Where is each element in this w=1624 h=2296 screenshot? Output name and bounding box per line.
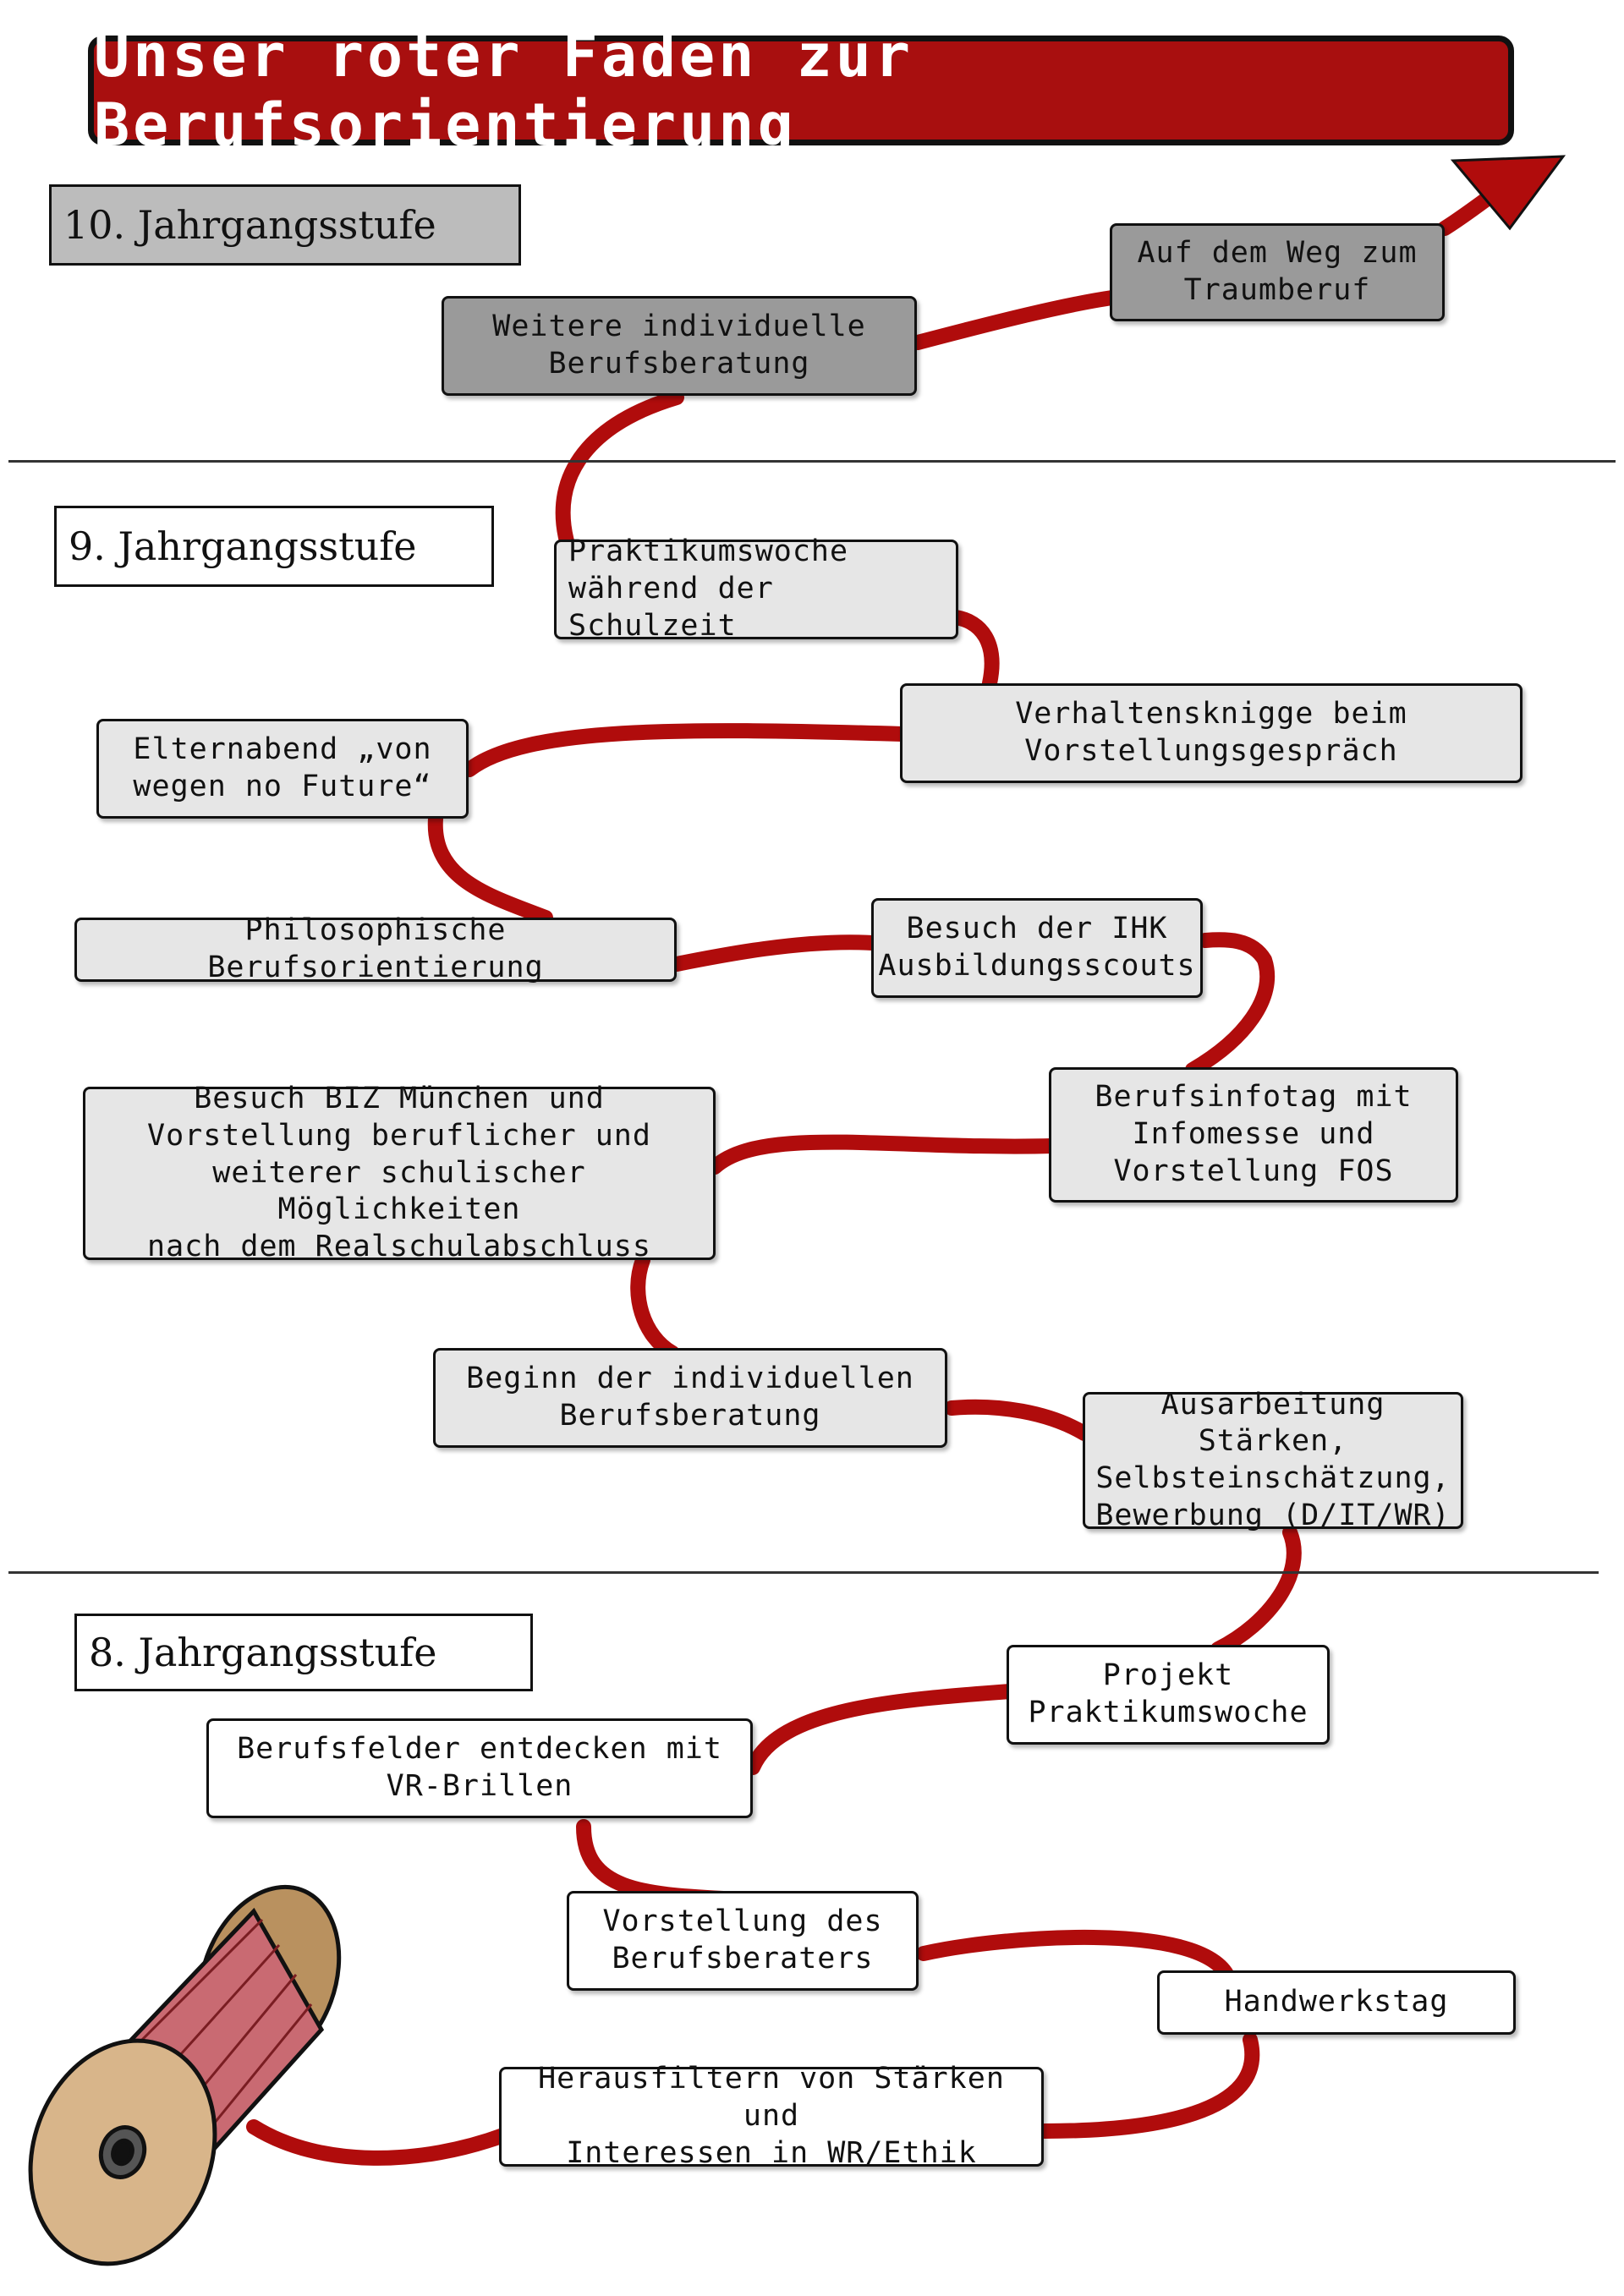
- step-beginn-individuelle-berufsberatung: Beginn der individuellen Berufsberatung: [433, 1348, 947, 1448]
- step-praktikumswoche-schulzeit: Praktikumswoche während der Schulzeit: [554, 534, 958, 643]
- step-berufsinfotag: Berufsinfotag mit Infomesse und Vorstell…: [1049, 1067, 1458, 1203]
- step-ihk-ausbildungsscouts: Besuch der IHK Ausbildungsscouts: [871, 898, 1203, 998]
- step-berufsfelder-vr-brillen: Berufsfelder entdecken mit VR-Brillen: [206, 1718, 753, 1818]
- step-auf-dem-weg-zum-traumberuf: Auf dem Weg zum Traumberuf: [1110, 223, 1445, 321]
- step-projekt-praktikumswoche: Projekt Praktikumswoche: [1007, 1645, 1330, 1745]
- step-elternabend: Elternabend „von wegen no Future“: [96, 719, 469, 819]
- step-weitere-berufsberatung: Weitere individuelle Berufsberatung: [442, 296, 917, 396]
- step-besuch-biz-muenchen: Besuch BIZ München und Vorstellung beruf…: [83, 1082, 716, 1263]
- separator-10-9: [8, 460, 1616, 463]
- arrow-up-right-icon: [1450, 155, 1566, 231]
- thread-spool-icon: [28, 1884, 342, 2266]
- step-vorstellung-berufsberater: Vorstellung des Berufsberaters: [567, 1891, 919, 1991]
- step-handwerkstag: Handwerkstag: [1157, 1970, 1516, 2035]
- step-verhaltensknigge: Verhaltensknigge beim Vorstellungsgesprä…: [900, 683, 1522, 783]
- step-herausfiltern-staerken: Herausfiltern von Stärken und Interessen…: [499, 2062, 1044, 2170]
- grade-8-label: 8. Jahrgangsstufe: [74, 1614, 533, 1691]
- grade-10-label: 10. Jahrgangsstufe: [49, 184, 521, 266]
- step-ausarbeitung-staerken: Ausarbeitung Stärken, Selbsteinschätzung…: [1083, 1388, 1463, 1532]
- step-philosophische-berufsorientierung: Philosophische Berufsorientierung: [74, 913, 677, 984]
- separator-9-8: [8, 1571, 1599, 1574]
- page-title: Unser roter Faden zur Berufsorientierung: [88, 21, 1514, 160]
- grade-9-label: 9. Jahrgangsstufe: [54, 506, 494, 587]
